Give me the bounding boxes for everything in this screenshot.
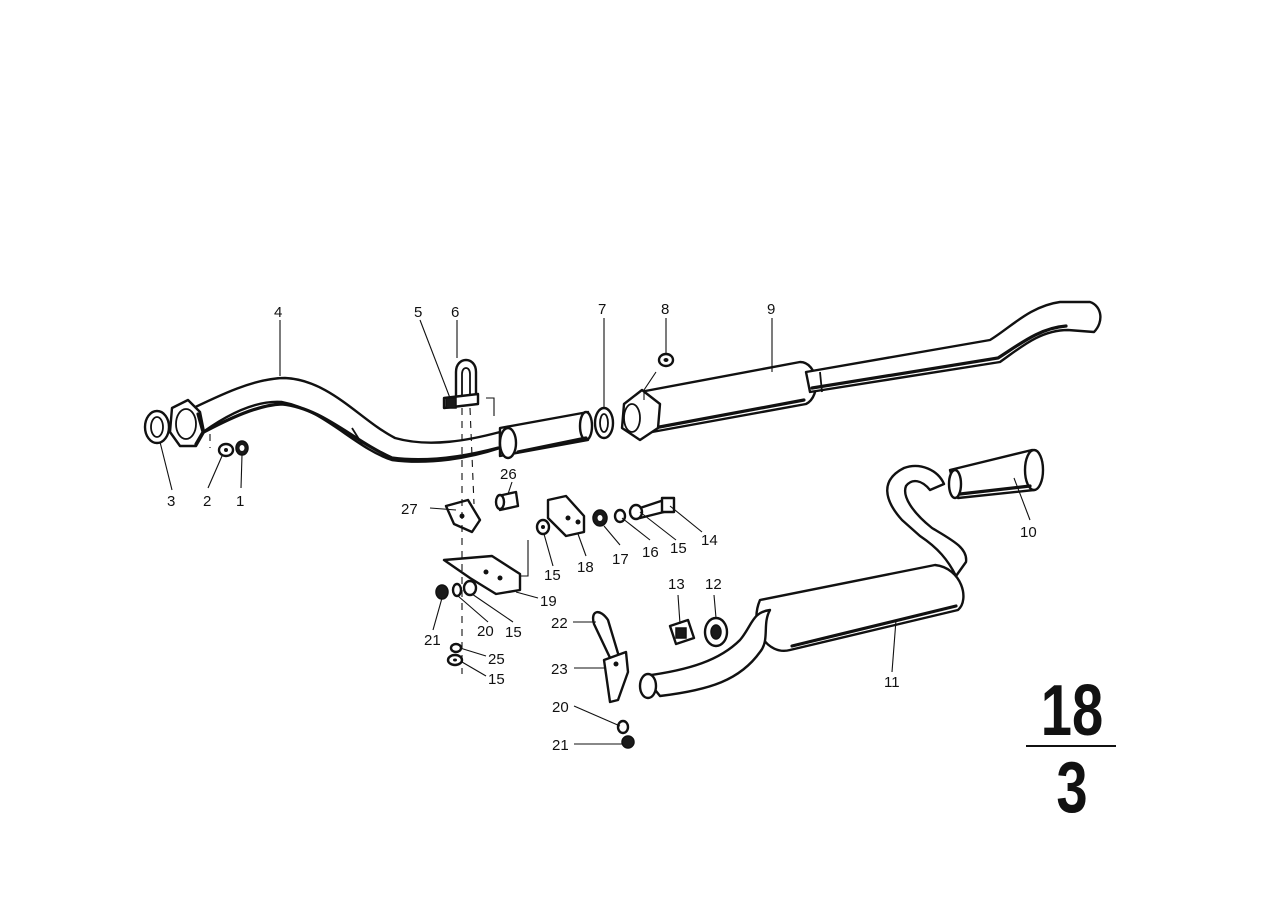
gasket-ring [143,409,171,445]
callout-2: 2 [203,493,211,510]
group-sub-number: 3 [1056,747,1087,827]
flange-nut [235,440,249,456]
strap [591,611,622,664]
lower-nut [435,584,449,600]
callout-3: 3 [167,493,175,510]
leader-lines [159,318,1031,745]
spring-washer [613,508,627,524]
clamp-bolt [442,392,480,410]
small-washer [449,642,463,654]
hex-bolt [638,496,676,520]
callout-11: 11 [884,674,900,691]
washer-left [535,518,551,536]
holder-plate [546,494,586,538]
callout-20-b: 20 [552,699,569,716]
callout-26: 26 [500,466,517,483]
callout-9: 9 [767,301,775,318]
holder-bracket [444,498,482,534]
callout-15-b: 15 [544,567,561,584]
strap-nut [621,735,635,749]
callout-10: 10 [1020,524,1037,541]
silencer-flange [620,388,662,442]
bolt-washer [628,503,644,521]
group-main-number: 18 [1041,670,1103,750]
muffler-nut [657,352,675,368]
rubber-mount [668,618,696,646]
callout-1: 1 [236,493,244,510]
callout-18: 18 [577,559,594,576]
callout-5: 5 [414,304,422,321]
callout-15-d: 15 [488,671,505,688]
callout-7: 7 [598,301,606,318]
callout-21-b: 21 [552,737,569,754]
callout-6: 6 [451,304,459,321]
callout-23: 23 [551,661,568,678]
strap-washer [616,719,630,735]
rear-silencer [638,464,968,700]
front-silencer [638,300,1102,434]
lower-washer [462,579,478,597]
callout-22: 22 [551,615,568,632]
callout-20-a: 20 [477,623,494,640]
callout-15-a: 15 [670,540,687,557]
pipe-sleeve [498,410,594,460]
rubber-ring [703,616,729,648]
callout-21-a: 21 [424,632,441,649]
callout-17: 17 [612,551,629,568]
tail-pipe [947,448,1045,500]
callout-19: 19 [540,593,557,610]
callout-15-c: 15 [505,624,522,641]
callout-14: 14 [701,532,718,549]
callout-27: 27 [401,501,418,518]
exhaust-flange [168,398,206,448]
callout-numbers: 1 2 3 4 5 6 7 8 9 10 11 12 13 14 15 16 1… [167,301,1037,754]
small-nut [446,653,464,667]
hex-nut [592,509,608,527]
assembly-lines [209,371,657,674]
bracket-holder [442,554,522,596]
callout-13: 13 [668,576,685,593]
strap-holder [602,650,630,704]
rubber-bushing [494,490,520,512]
callout-25: 25 [488,651,505,668]
callout-16: 16 [642,544,659,561]
callout-8: 8 [661,301,669,318]
u-bolt-clamp [454,358,478,402]
callout-12: 12 [705,576,722,593]
sealing-ring [593,406,615,440]
flange-washer [217,442,235,458]
lower-spring-washer [451,582,463,598]
callout-4: 4 [274,304,282,321]
group-number: 18 3 [1026,670,1116,828]
